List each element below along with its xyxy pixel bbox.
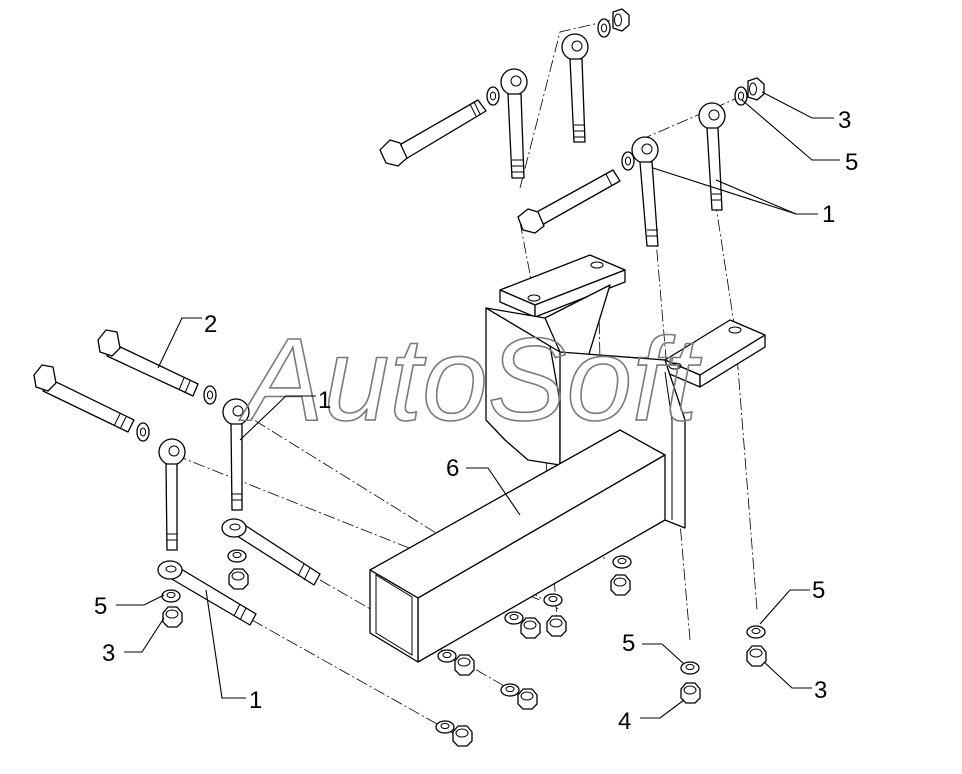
washer-under-4: [437, 649, 457, 663]
washer-under-2: [543, 593, 563, 607]
eye-bolt-right: [698, 102, 726, 211]
nut-under-2: [546, 615, 567, 637]
washer-upper-1: [486, 86, 500, 106]
callout-3-right: 3: [814, 677, 827, 704]
callout-1-right: 1: [822, 201, 835, 228]
nut-right: [746, 645, 767, 667]
nut-upper-right: [747, 77, 765, 101]
nut-upper-2: [612, 8, 630, 32]
eye-bolt-left-4: [157, 560, 257, 626]
nut-under-1: [610, 574, 631, 596]
eye-bolt-left-3: [221, 518, 321, 586]
callout-5-mid: 5: [622, 630, 635, 657]
callout-1-bottom: 1: [249, 687, 262, 714]
washer-left-upper: [203, 385, 217, 405]
nut-under-6: [452, 725, 473, 747]
washer-right: [746, 625, 766, 639]
callout-1-left: 1: [318, 387, 331, 414]
eye-bolt-upper-2: [561, 33, 589, 143]
callout-3-top: 3: [838, 107, 851, 134]
washer-left-3: [227, 549, 247, 563]
nut-under-4: [454, 654, 475, 676]
eye-bolt-left-2: [158, 438, 186, 551]
washer-under-1: [612, 555, 632, 569]
eye-bolt-upper-1: [500, 68, 528, 179]
callout-4: 4: [618, 708, 631, 735]
watermark: AutoSoft: [239, 314, 702, 446]
callouts: 2 1 1 1 3 5 6 5 3 5 4 5 3: [94, 91, 858, 735]
long-bolt-left: [33, 364, 135, 433]
callout-5-right: 5: [812, 577, 825, 604]
long-bolt-2: [97, 329, 199, 397]
middle-long-bolt: [517, 169, 621, 234]
washer-under-3: [504, 611, 524, 625]
washer-under-6: [435, 720, 455, 734]
nut-left-3: [228, 568, 249, 590]
nut-under-3: [520, 617, 541, 639]
callout-5-left: 5: [94, 593, 107, 620]
eye-bolt-left-1: [222, 398, 250, 511]
washer-left: [136, 422, 150, 442]
callout-6: 6: [446, 455, 459, 482]
nut-left-4: [162, 606, 183, 628]
upper-long-bolt: [379, 99, 487, 167]
washer-under-5: [500, 683, 520, 697]
washer-upper-2: [597, 18, 611, 38]
callout-3-left: 3: [102, 640, 115, 667]
callout-5-top: 5: [845, 149, 858, 176]
eye-bolt-middle: [631, 136, 659, 247]
square-beam: [369, 429, 666, 663]
washer-left-4: [161, 589, 181, 603]
nut-under-5: [517, 688, 538, 710]
callout-2: 2: [204, 311, 217, 338]
